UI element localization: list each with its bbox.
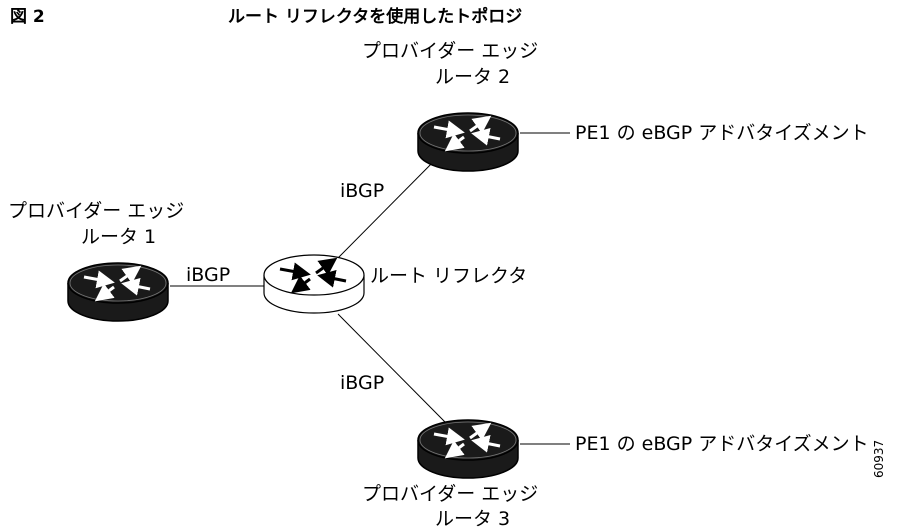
- pe2-label-line2: ルータ 2: [435, 66, 511, 88]
- ibgp-label-pe1: iBGP: [186, 264, 231, 286]
- pe1-label-line2: ルータ 1: [81, 226, 157, 248]
- ebgp-advertisement-label-pe2: PE1 の eBGP アドバタイズメント: [575, 122, 869, 144]
- router-icon: [67, 262, 169, 322]
- router-icon: [263, 254, 365, 314]
- figure-number: 図 2: [10, 7, 45, 27]
- figure-title: ルート リフレクタを使用したトポロジ: [228, 7, 523, 27]
- pe3-label-line2: ルータ 3: [435, 508, 511, 530]
- ibgp-label-pe2: iBGP: [340, 180, 385, 202]
- link-rr-pe3: [337, 313, 446, 423]
- router-icon: [417, 112, 519, 172]
- pe3-label-line1: プロバイダー エッジ: [362, 483, 539, 505]
- ibgp-label-pe3: iBGP: [340, 372, 385, 394]
- route-reflector-label: ルート リフレクタ: [370, 265, 528, 287]
- router-icon: [417, 419, 519, 479]
- ebgp-advertisement-label-pe3: PE1 の eBGP アドバタイズメント: [575, 433, 869, 455]
- link-rr-pe2: [337, 149, 446, 259]
- links: [170, 132, 570, 445]
- figure-id: 60937: [872, 439, 886, 478]
- pe2-label-line1: プロバイダー エッジ: [362, 40, 539, 62]
- pe1-label-line1: プロバイダー エッジ: [8, 200, 185, 222]
